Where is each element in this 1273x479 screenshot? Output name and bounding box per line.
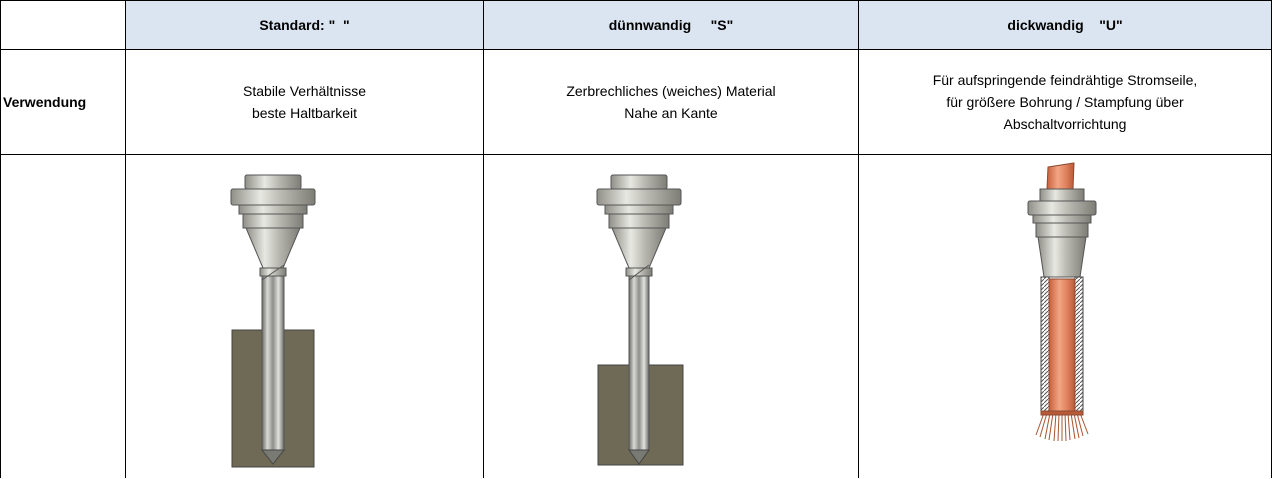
header-standard: Standard: " " [125,0,484,50]
sleeve-wall-right [1074,276,1083,414]
illustration-thick-cell [858,154,1272,478]
usage-thin-text: Zerbrechliches (weiches) Material Nahe a… [483,49,859,155]
drill-shaft [261,275,284,451]
header-corner-cell [0,0,126,50]
cable-strands [1035,412,1088,442]
usage-thick-text: Für aufspringende feindrähtige Stromseil… [858,49,1272,155]
usage-standard-text: Stabile Verhältnisse beste Haltbarkeit [125,49,484,155]
header-thick-walled: dickwandig "U" [858,0,1272,50]
illustration-empty-cell [0,154,126,478]
header-thin-walled: dünnwandig "S" [483,0,859,50]
sleeve-wall-left [1040,276,1049,414]
illustration-standard-cell [125,154,484,478]
copper-cable-core [1048,278,1075,414]
illustration-thin-cell [483,154,859,478]
standard-tool-illustration [230,174,315,468]
thin-walled-tool-illustration [596,174,683,466]
drill-shaft [628,275,649,451]
usage-row-label: Verwendung [0,49,126,155]
thick-walled-tool-illustration [1027,162,1096,442]
illustration-row [0,154,1272,478]
copper-cable-top [1045,162,1075,190]
header-row: Standard: " " dünnwandig "S" dickwandig … [0,0,1272,50]
usage-row: Verwendung Stabile Verhältnisse beste Ha… [0,49,1272,155]
